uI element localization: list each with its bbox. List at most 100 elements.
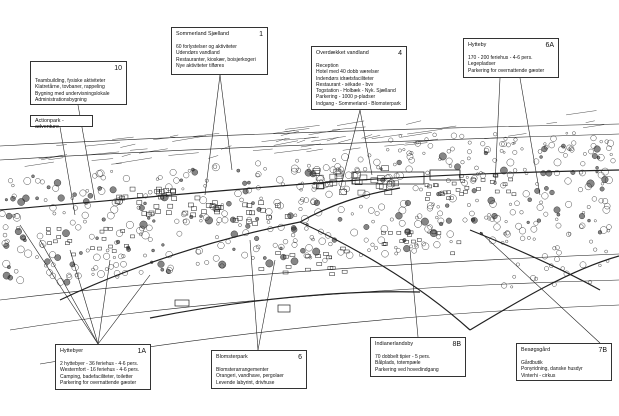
tree [0,210,6,217]
tree [217,241,225,249]
tree [345,171,353,179]
tree [503,151,506,154]
tree [397,148,402,153]
tree [541,192,549,200]
tree [520,147,524,151]
tree [230,230,238,238]
callout-line: Parkering for overnattende gæster [468,67,545,74]
tree [189,214,194,219]
tree [426,202,434,210]
field-stroke [585,120,595,123]
tree [43,198,48,202]
field-stroke [111,163,122,165]
tree [49,251,56,259]
tree [362,191,371,199]
tree [295,158,299,163]
building [116,194,122,200]
tree [438,191,443,196]
tree [85,248,90,253]
callout-number: 4 [398,50,402,57]
leader-line [204,74,221,196]
tree [57,194,65,202]
hotel-building [429,169,461,181]
tree [409,151,414,155]
tree [583,152,587,156]
tree [160,267,165,272]
tree [527,236,531,240]
callout-besoegsgaard: Besøgsgård 7B Gårdbutik Ponyridning, dan… [516,343,612,381]
building [252,221,258,226]
tree [476,172,480,176]
tree [255,171,262,178]
field-stroke [583,124,605,128]
building [434,183,439,188]
callout-title: Blomsterpark [216,354,248,360]
tree [195,247,203,255]
building [90,246,95,250]
tree [2,232,8,238]
tree [523,167,527,172]
tree [300,247,306,254]
tree [548,142,555,149]
callout-line: Indendørs idrætsfaciliteter [316,75,374,82]
building [65,241,70,245]
tree [394,251,399,256]
tree [549,189,555,196]
tree [499,141,505,147]
callout-line: Nye aktiviteter tilføres [176,62,225,69]
tree [519,227,527,235]
tree [139,232,143,237]
callout-title: Sommerland Sjælland [176,31,230,37]
building [455,188,461,192]
leader-line [409,249,419,338]
tree [92,173,98,179]
tree [143,193,149,199]
tree [337,248,345,256]
tree [493,132,498,137]
leader-line [257,259,276,351]
tree [157,260,165,268]
tree [141,231,150,240]
tree [255,160,262,167]
callout-line: Indgang - Sommerland - Blomsterpark [316,100,401,107]
tree [487,196,495,205]
callout-line: Udendørs vandland [176,50,220,57]
tree [287,212,294,219]
tree [50,262,56,268]
tree [580,161,586,167]
tree [176,230,183,237]
tree [433,241,441,249]
tree [14,227,22,235]
tree [500,182,507,189]
tree [335,167,340,172]
field-stroke [285,125,320,130]
tree [460,160,465,165]
building [456,240,462,245]
tree [586,179,595,188]
field-stroke [274,148,312,154]
field-line [9,279,619,331]
tree [512,168,518,173]
building [101,237,107,241]
field-stroke [85,142,120,147]
tree [93,253,101,261]
tree [311,186,317,192]
leader-line [97,274,151,345]
tree [501,282,508,289]
tree [53,179,62,187]
tree [24,249,33,258]
callout-number: 7B [598,347,607,354]
tree [606,228,611,233]
tree [113,270,121,277]
tree [466,149,472,155]
tree [218,260,227,269]
tree [116,198,123,205]
tree [483,150,488,156]
tree [408,157,415,164]
callout-line: Parkering for overnattende gæster [60,379,137,386]
field-stroke [566,110,597,116]
callout-title: Actionpark - adventure [35,118,64,131]
building [451,181,457,186]
tree [121,254,126,259]
tree [245,223,251,229]
